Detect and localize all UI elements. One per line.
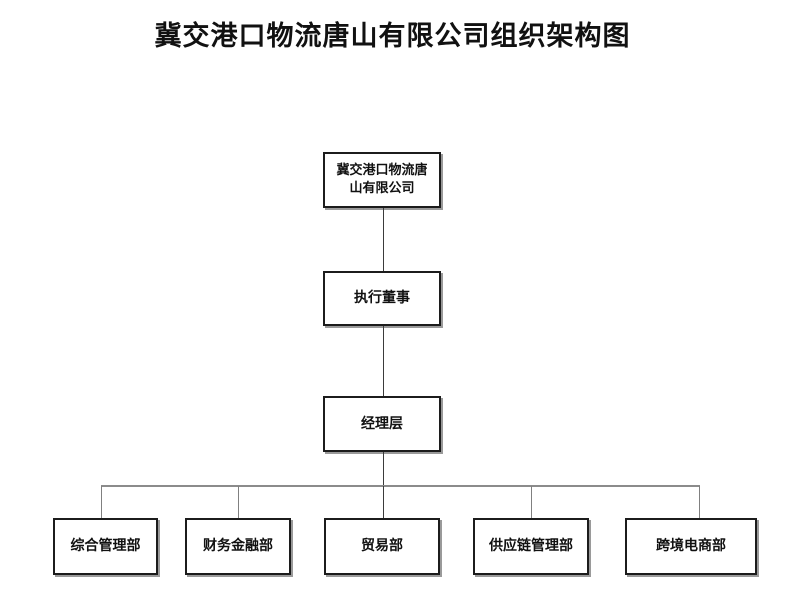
org-node-executive-director[interactable]: 执行董事 xyxy=(323,271,441,326)
connector-bus-to-department-4 xyxy=(699,486,700,518)
org-node-manager-layer[interactable]: 经理层 xyxy=(323,396,441,452)
page-title: 冀交港口物流唐山有限公司组织架构图 xyxy=(154,21,631,52)
connector-bus-to-department-3 xyxy=(531,486,532,518)
org-node-department-label: 跨境电商部 xyxy=(656,538,726,554)
org-node-department-label: 贸易部 xyxy=(361,538,403,554)
org-node-department-cross-border-ecommerce[interactable]: 跨境电商部 xyxy=(625,518,757,575)
org-node-department-supply-chain[interactable]: 供应链管理部 xyxy=(473,518,589,575)
connector-department-bus xyxy=(101,485,700,487)
org-node-department-general-management[interactable]: 综合管理部 xyxy=(53,518,158,575)
connector-bus-to-department-1 xyxy=(238,486,239,518)
org-node-company-label: 冀交港口物流唐 山有限公司 xyxy=(336,163,428,196)
connector-company-to-executive-director xyxy=(383,208,384,271)
org-node-executive-director-label: 执行董事 xyxy=(354,290,410,306)
org-node-department-label: 综合管理部 xyxy=(70,538,141,554)
connector-bus-to-department-2 xyxy=(383,486,384,518)
org-node-manager-layer-label: 经理层 xyxy=(361,415,403,432)
org-node-department-trade[interactable]: 贸易部 xyxy=(324,518,440,575)
connector-bus-to-department-0 xyxy=(101,486,102,518)
org-node-department-label: 财务金融部 xyxy=(203,538,273,554)
connector-manager-layer-to-bus xyxy=(383,452,384,486)
org-node-company[interactable]: 冀交港口物流唐 山有限公司 xyxy=(323,152,441,208)
org-node-department-label: 供应链管理部 xyxy=(489,538,573,554)
org-node-department-finance[interactable]: 财务金融部 xyxy=(185,518,291,575)
connector-executive-director-to-manager-layer xyxy=(383,326,384,396)
